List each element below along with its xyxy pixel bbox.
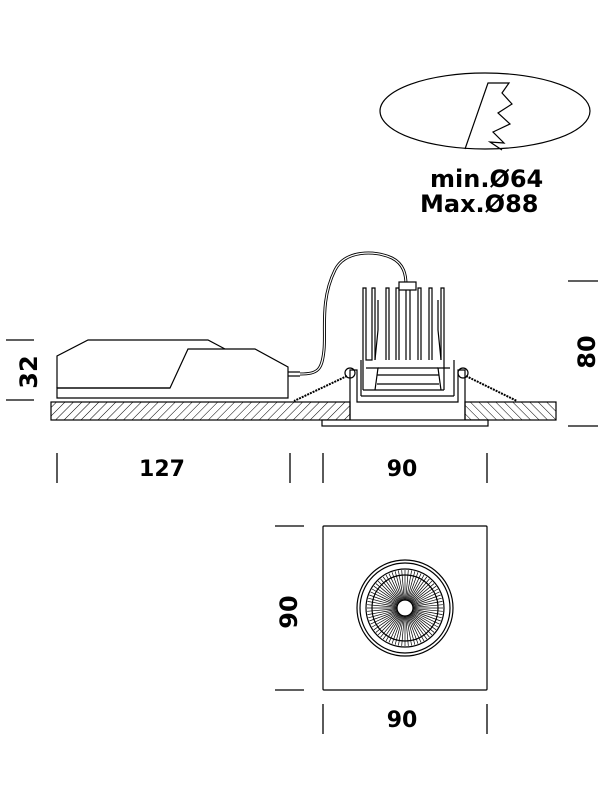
reflector-ray — [367, 601, 398, 607]
reflector-ray — [367, 609, 398, 615]
spring-right — [465, 375, 518, 402]
reflector-ray — [405, 615, 409, 646]
reflector-ray — [411, 611, 439, 628]
reflector-ray — [369, 610, 398, 622]
dim-fixture-width: 90 — [387, 457, 418, 482]
reflector-ray — [388, 573, 402, 601]
reflector-ray — [412, 610, 441, 622]
driver-box — [56, 339, 300, 399]
reflector-ray — [409, 614, 428, 640]
led-lens — [396, 599, 414, 617]
reflector-ray — [377, 580, 400, 603]
reflector-ray — [409, 613, 430, 638]
reflector-ray — [398, 615, 404, 646]
reflector-ray — [394, 571, 404, 601]
reflector-ray — [368, 597, 398, 607]
reflector-ray — [380, 613, 401, 638]
reflector-ray — [398, 570, 404, 601]
reflector-ray — [408, 614, 425, 642]
reflector-ray — [411, 588, 439, 605]
cutout-max-label: Max.Ø88 — [420, 190, 538, 218]
cutout-ellipse — [379, 72, 591, 150]
reflector-ray — [412, 609, 443, 615]
bezel — [321, 419, 489, 427]
heatsink — [362, 281, 450, 391]
ceiling-right — [464, 401, 557, 421]
reflector-ray — [367, 604, 398, 608]
side-view: 32 80 127 90 — [6, 251, 600, 483]
dim-driver-height: 32 — [15, 355, 43, 388]
power-cable — [299, 252, 407, 375]
reflector-ray — [373, 585, 399, 604]
cutout-diagram — [379, 72, 591, 151]
reflector-ray — [367, 608, 398, 612]
dim-top-width: 90 — [387, 708, 418, 733]
reflector-ray — [369, 594, 398, 606]
saw-icon — [464, 82, 513, 151]
reflector-ray — [371, 611, 399, 628]
reflector-ray — [412, 594, 441, 606]
dim-top-height: 90 — [275, 595, 303, 628]
reflector-ray — [368, 609, 398, 619]
reflector-ray — [405, 570, 409, 601]
outer-ring — [356, 559, 454, 657]
reflector-ray — [382, 614, 401, 640]
reflector-ray — [408, 574, 425, 602]
frame — [349, 369, 466, 420]
reflector-ray — [406, 615, 412, 646]
reflector-ray — [412, 601, 443, 607]
reflector-ray — [412, 609, 442, 619]
reflector-ray — [408, 573, 422, 601]
reflector-ray — [377, 613, 400, 636]
reflector-ray — [411, 585, 437, 604]
reflector-ray — [385, 574, 402, 602]
reflector-ray — [380, 578, 401, 603]
reflector-ray — [412, 608, 443, 612]
reflector-ray — [394, 615, 404, 645]
reflector-ray — [410, 613, 433, 636]
reflector-ray — [410, 580, 433, 603]
reflector-ray — [375, 612, 400, 633]
reflector-ray — [407, 572, 419, 601]
reflector-ray — [375, 583, 400, 604]
reflector-ray — [408, 615, 422, 643]
reflector-ray — [370, 591, 398, 605]
reflector-ray — [412, 604, 443, 608]
reflector-ray — [412, 597, 442, 607]
spring-left — [293, 375, 348, 402]
reflector-ray — [407, 615, 419, 644]
reflector-ray — [370, 611, 398, 625]
reflector-ray — [406, 570, 412, 601]
reflector-ray — [410, 612, 435, 633]
reflector-ray — [391, 572, 403, 601]
reflector-ray — [410, 583, 435, 604]
reflector-ray — [401, 570, 405, 601]
ceiling-left — [50, 401, 351, 421]
reflector-ray — [411, 612, 437, 631]
reflector-ray — [401, 615, 405, 646]
reflector-rays — [367, 570, 443, 646]
reflector-ray — [412, 591, 440, 605]
reflector-ray — [373, 612, 399, 631]
reflector-ray — [382, 576, 401, 602]
reflector-ray — [409, 578, 430, 603]
dim-fixture-height: 80 — [573, 335, 600, 368]
reflector-ray — [406, 571, 416, 601]
reflector-ray — [391, 615, 403, 644]
top-view: 90 90 — [275, 525, 488, 734]
reflector-ray — [412, 611, 440, 625]
reflector-ray — [406, 615, 416, 645]
cutout-min-label: min.Ø64 — [430, 165, 543, 193]
reflector-ray — [385, 614, 402, 642]
reflector-ray — [371, 588, 399, 605]
reflector-ray — [388, 615, 402, 643]
dim-driver-length: 127 — [139, 457, 185, 482]
trim-square — [322, 525, 488, 691]
reflector-ray — [409, 576, 428, 602]
